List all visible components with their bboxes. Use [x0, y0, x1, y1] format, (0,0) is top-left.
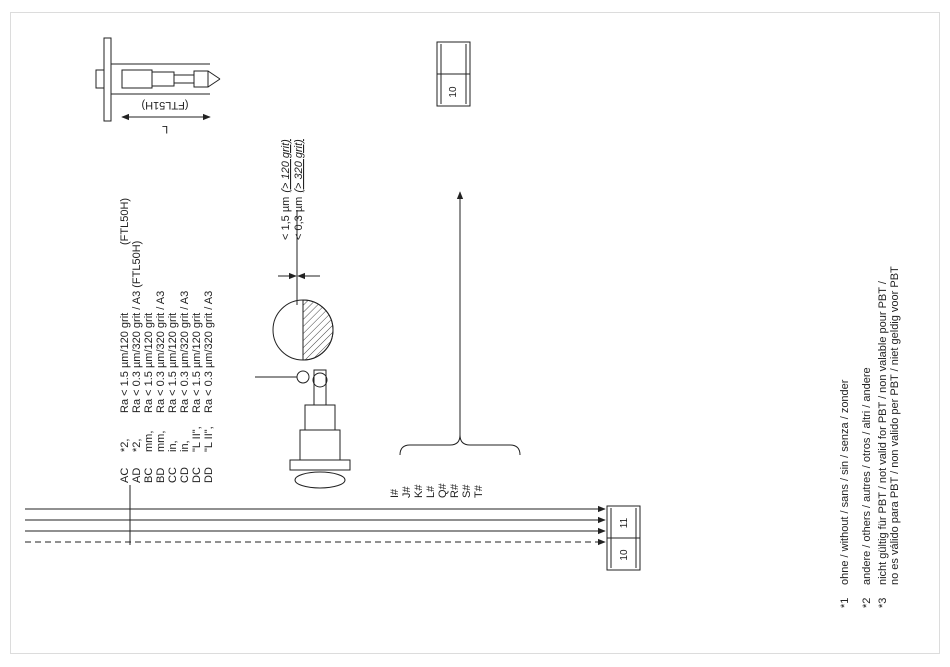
- footnote-text: ohne / without / sans / sin / senza / zo…: [839, 379, 851, 585]
- roughness-line2: < 0,3 µm(> 320 grit): [293, 139, 305, 240]
- page-ref-bottom-right: 11: [619, 517, 630, 528]
- sensor-drawing: [255, 210, 351, 489]
- spec-label: Ra < 0.3 µm/320 grit / A3: [155, 291, 167, 413]
- flange-model-label: (FTL51H): [141, 99, 188, 111]
- code-label: BC: [143, 468, 155, 483]
- book-icon-top: 10: [436, 41, 471, 107]
- spec-label: Ra < 0.3 µm/320 grit / A3: [203, 291, 215, 413]
- spec-label: Ra < 1.5 µm/120 grit: [119, 313, 131, 413]
- length-label: L: [162, 123, 168, 135]
- code-label: CD: [179, 467, 191, 483]
- extra-code-label: L#: [425, 485, 437, 498]
- page-ref-bottom-left: 10: [619, 549, 630, 561]
- code-label: DC: [191, 467, 203, 483]
- flange-drawing: (FTL51H) L: [95, 37, 221, 135]
- extra-code-column: I#J#K#L#Q#R#S#T#: [389, 482, 485, 498]
- code-label: BD: [155, 468, 167, 483]
- extra-code-label: Q#: [437, 482, 449, 498]
- marker-label: mm,: [143, 431, 155, 452]
- code-label: AC: [119, 468, 131, 483]
- footnote-text: andere / others / autres / otros / altri…: [861, 367, 873, 585]
- extra-code-label: T#: [473, 484, 485, 498]
- spec-label: Ra < 0.3 µm/320 grit / A3 (FTL50H): [131, 241, 143, 413]
- spec-label: Ra < 1.5 µm/120 grit: [167, 313, 179, 413]
- marker-label: "L II",: [191, 426, 203, 452]
- spec-suffix: (FTL50H): [119, 198, 131, 245]
- extra-code-label: K#: [413, 484, 425, 498]
- spec-label: Ra < 1.5 µm/120 grit: [143, 313, 155, 413]
- marker-label: "L II",: [203, 426, 215, 452]
- marker-column: *2,*2,mm,mm,in,in,"L II","L II",: [119, 426, 215, 452]
- code-label: DD: [203, 467, 215, 483]
- extra-code-label: R#: [449, 483, 461, 498]
- marker-label: *2,: [119, 439, 131, 452]
- footnote-marker: *1: [839, 598, 851, 608]
- footnote-marker: *3: [877, 598, 889, 608]
- footnote-text: no es válido para PBT / non valido per P…: [889, 266, 901, 585]
- extra-code-label: I#: [389, 488, 401, 498]
- spec-label: Ra < 1.5 µm/120 grit: [191, 313, 203, 413]
- code-label: CC: [167, 467, 179, 483]
- footnote-text: nicht gültig für PBT / not valid for PBT…: [877, 280, 889, 585]
- marker-label: in,: [167, 440, 179, 452]
- page-ref-top: 10: [448, 86, 459, 98]
- extra-code-label: S#: [461, 484, 473, 498]
- book-icon-bottom: 11 10: [606, 505, 641, 571]
- extra-code-label: J#: [401, 486, 413, 499]
- marker-label: in,: [179, 440, 191, 452]
- page-frame: [10, 12, 940, 654]
- brace-arrow: [399, 191, 521, 456]
- roughness-line1: < 1,5 µm(> 120 grit): [280, 139, 292, 240]
- spec-label: Ra < 0.3 µm/320 grit / A3: [179, 291, 191, 413]
- marker-label: *2,: [131, 439, 143, 452]
- code-label: AD: [131, 468, 143, 483]
- footnotes: *1 ohne / without / sans / sin / senza / …: [839, 266, 901, 608]
- marker-label: mm,: [155, 431, 167, 452]
- footnote-marker: *2: [861, 598, 873, 608]
- order-lines: [25, 485, 606, 546]
